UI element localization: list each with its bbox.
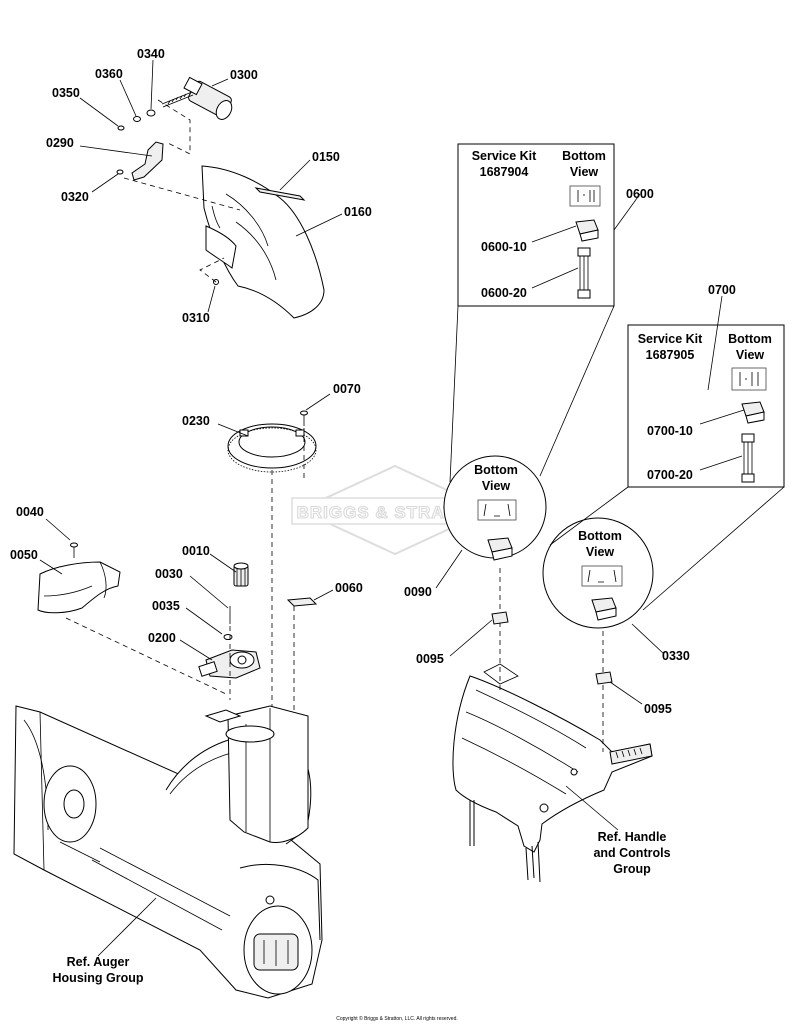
label-0050: 0050 bbox=[10, 548, 38, 562]
service-kit-1687905-box: Service Kit 1687905 Bottom View bbox=[627, 324, 785, 488]
screw-0320-part bbox=[116, 169, 124, 175]
knob-0010-part bbox=[233, 562, 249, 587]
switch-0700-10-part bbox=[741, 401, 765, 424]
washer-0340-part bbox=[146, 109, 156, 117]
kit-1687905-view-line1: Bottom bbox=[728, 332, 772, 346]
label-0300: 0300 bbox=[230, 68, 258, 82]
harness-0600-20-part bbox=[577, 247, 591, 299]
label-0090: 0090 bbox=[404, 585, 432, 599]
detail-0090-view-line1: Bottom bbox=[474, 463, 518, 477]
reference-labels: Ref. Handle and Controls Group Ref. Auge… bbox=[53, 830, 671, 985]
label-0200: 0200 bbox=[148, 631, 176, 645]
label-0060: 0060 bbox=[335, 581, 363, 595]
label-0600: 0600 bbox=[626, 187, 654, 201]
handle-panel bbox=[452, 663, 653, 883]
label-0360: 0360 bbox=[95, 67, 123, 81]
ref-handle-line1: Ref. Handle bbox=[598, 830, 667, 844]
deflector-plate-part bbox=[254, 187, 306, 201]
label-0095-right: 0095 bbox=[644, 702, 672, 716]
kit-1687904-view-line1: Bottom bbox=[562, 149, 606, 163]
label-0600-10: 0600-10 bbox=[481, 240, 527, 254]
detail-0330-circle: Bottom View bbox=[542, 517, 654, 629]
auger-housing bbox=[13, 705, 323, 999]
clip-0060-part bbox=[286, 597, 318, 607]
label-0350: 0350 bbox=[52, 86, 80, 100]
label-0700-10: 0700-10 bbox=[647, 424, 693, 438]
copyright-notice: Copyright © Briggs & Stratton, LLC. All … bbox=[336, 1015, 458, 1022]
switch-0600-10-part bbox=[575, 219, 599, 242]
harness-0700-20-part bbox=[741, 433, 755, 483]
connector-0095-right-part bbox=[595, 671, 613, 685]
label-0150: 0150 bbox=[312, 150, 340, 164]
ref-handle-line2: and Controls bbox=[593, 846, 670, 860]
label-0095-left: 0095 bbox=[416, 652, 444, 666]
chute-deflector-assembly bbox=[116, 76, 325, 319]
label-0320: 0320 bbox=[61, 190, 89, 204]
label-0160: 0160 bbox=[344, 205, 372, 219]
label-0070: 0070 bbox=[333, 382, 361, 396]
kit-1687904-title-line1: Service Kit bbox=[472, 149, 537, 163]
ref-handle-line3: Group bbox=[613, 862, 651, 876]
screw-0040-part bbox=[70, 542, 78, 558]
label-0340: 0340 bbox=[137, 47, 165, 61]
kit-1687905-title-line1: Service Kit bbox=[638, 332, 703, 346]
label-0700: 0700 bbox=[708, 283, 736, 297]
chute-rotation-assembly bbox=[37, 410, 318, 726]
switch-assembly: Bottom View Bottom View Service Kit bbox=[443, 143, 785, 883]
nut-0350-part bbox=[117, 125, 125, 131]
kit-1687905-title-line2: 1687905 bbox=[646, 348, 695, 362]
kit-1687905-view-line2: View bbox=[736, 348, 765, 362]
drive-cover-part bbox=[37, 561, 121, 614]
kit-1687904-view-line2: View bbox=[570, 165, 599, 179]
kit-1687904-title-line2: 1687904 bbox=[480, 165, 529, 179]
screw-0070-part bbox=[300, 410, 308, 426]
detail-0090-view-line2: View bbox=[482, 479, 511, 493]
label-0330: 0330 bbox=[662, 649, 690, 663]
ref-auger-line2: Housing Group bbox=[53, 971, 144, 985]
switch-0090-part bbox=[487, 537, 513, 561]
label-0230: 0230 bbox=[182, 414, 210, 428]
service-kit-1687904-box: Service Kit 1687904 Bottom View bbox=[457, 143, 615, 307]
ring-gear-part bbox=[227, 423, 317, 473]
label-0030: 0030 bbox=[155, 567, 183, 581]
label-0010: 0010 bbox=[182, 544, 210, 558]
gear-drive-part bbox=[198, 649, 261, 679]
washer-0035-part bbox=[223, 634, 233, 640]
label-0040: 0040 bbox=[16, 505, 44, 519]
label-0290: 0290 bbox=[46, 136, 74, 150]
motor-bracket-part bbox=[131, 141, 164, 181]
chute-motor-part bbox=[161, 76, 233, 120]
washer-0360-part bbox=[133, 116, 141, 122]
leader-lines bbox=[39, 59, 745, 957]
detail-0090-circle: Bottom View bbox=[443, 455, 547, 561]
part-number-labels: 0340 0360 0300 0350 0290 0150 0320 0160 … bbox=[10, 47, 736, 716]
connector-0095-left-part bbox=[491, 611, 509, 625]
label-0310: 0310 bbox=[182, 311, 210, 325]
detail-0330-view-line1: Bottom bbox=[578, 529, 622, 543]
label-0700-20: 0700-20 bbox=[647, 468, 693, 482]
switch-0330-part bbox=[591, 597, 617, 621]
detail-0330-view-line2: View bbox=[586, 545, 615, 559]
ref-auger-line1: Ref. Auger bbox=[67, 955, 130, 969]
label-0035: 0035 bbox=[152, 599, 180, 613]
label-0600-20: 0600-20 bbox=[481, 286, 527, 300]
